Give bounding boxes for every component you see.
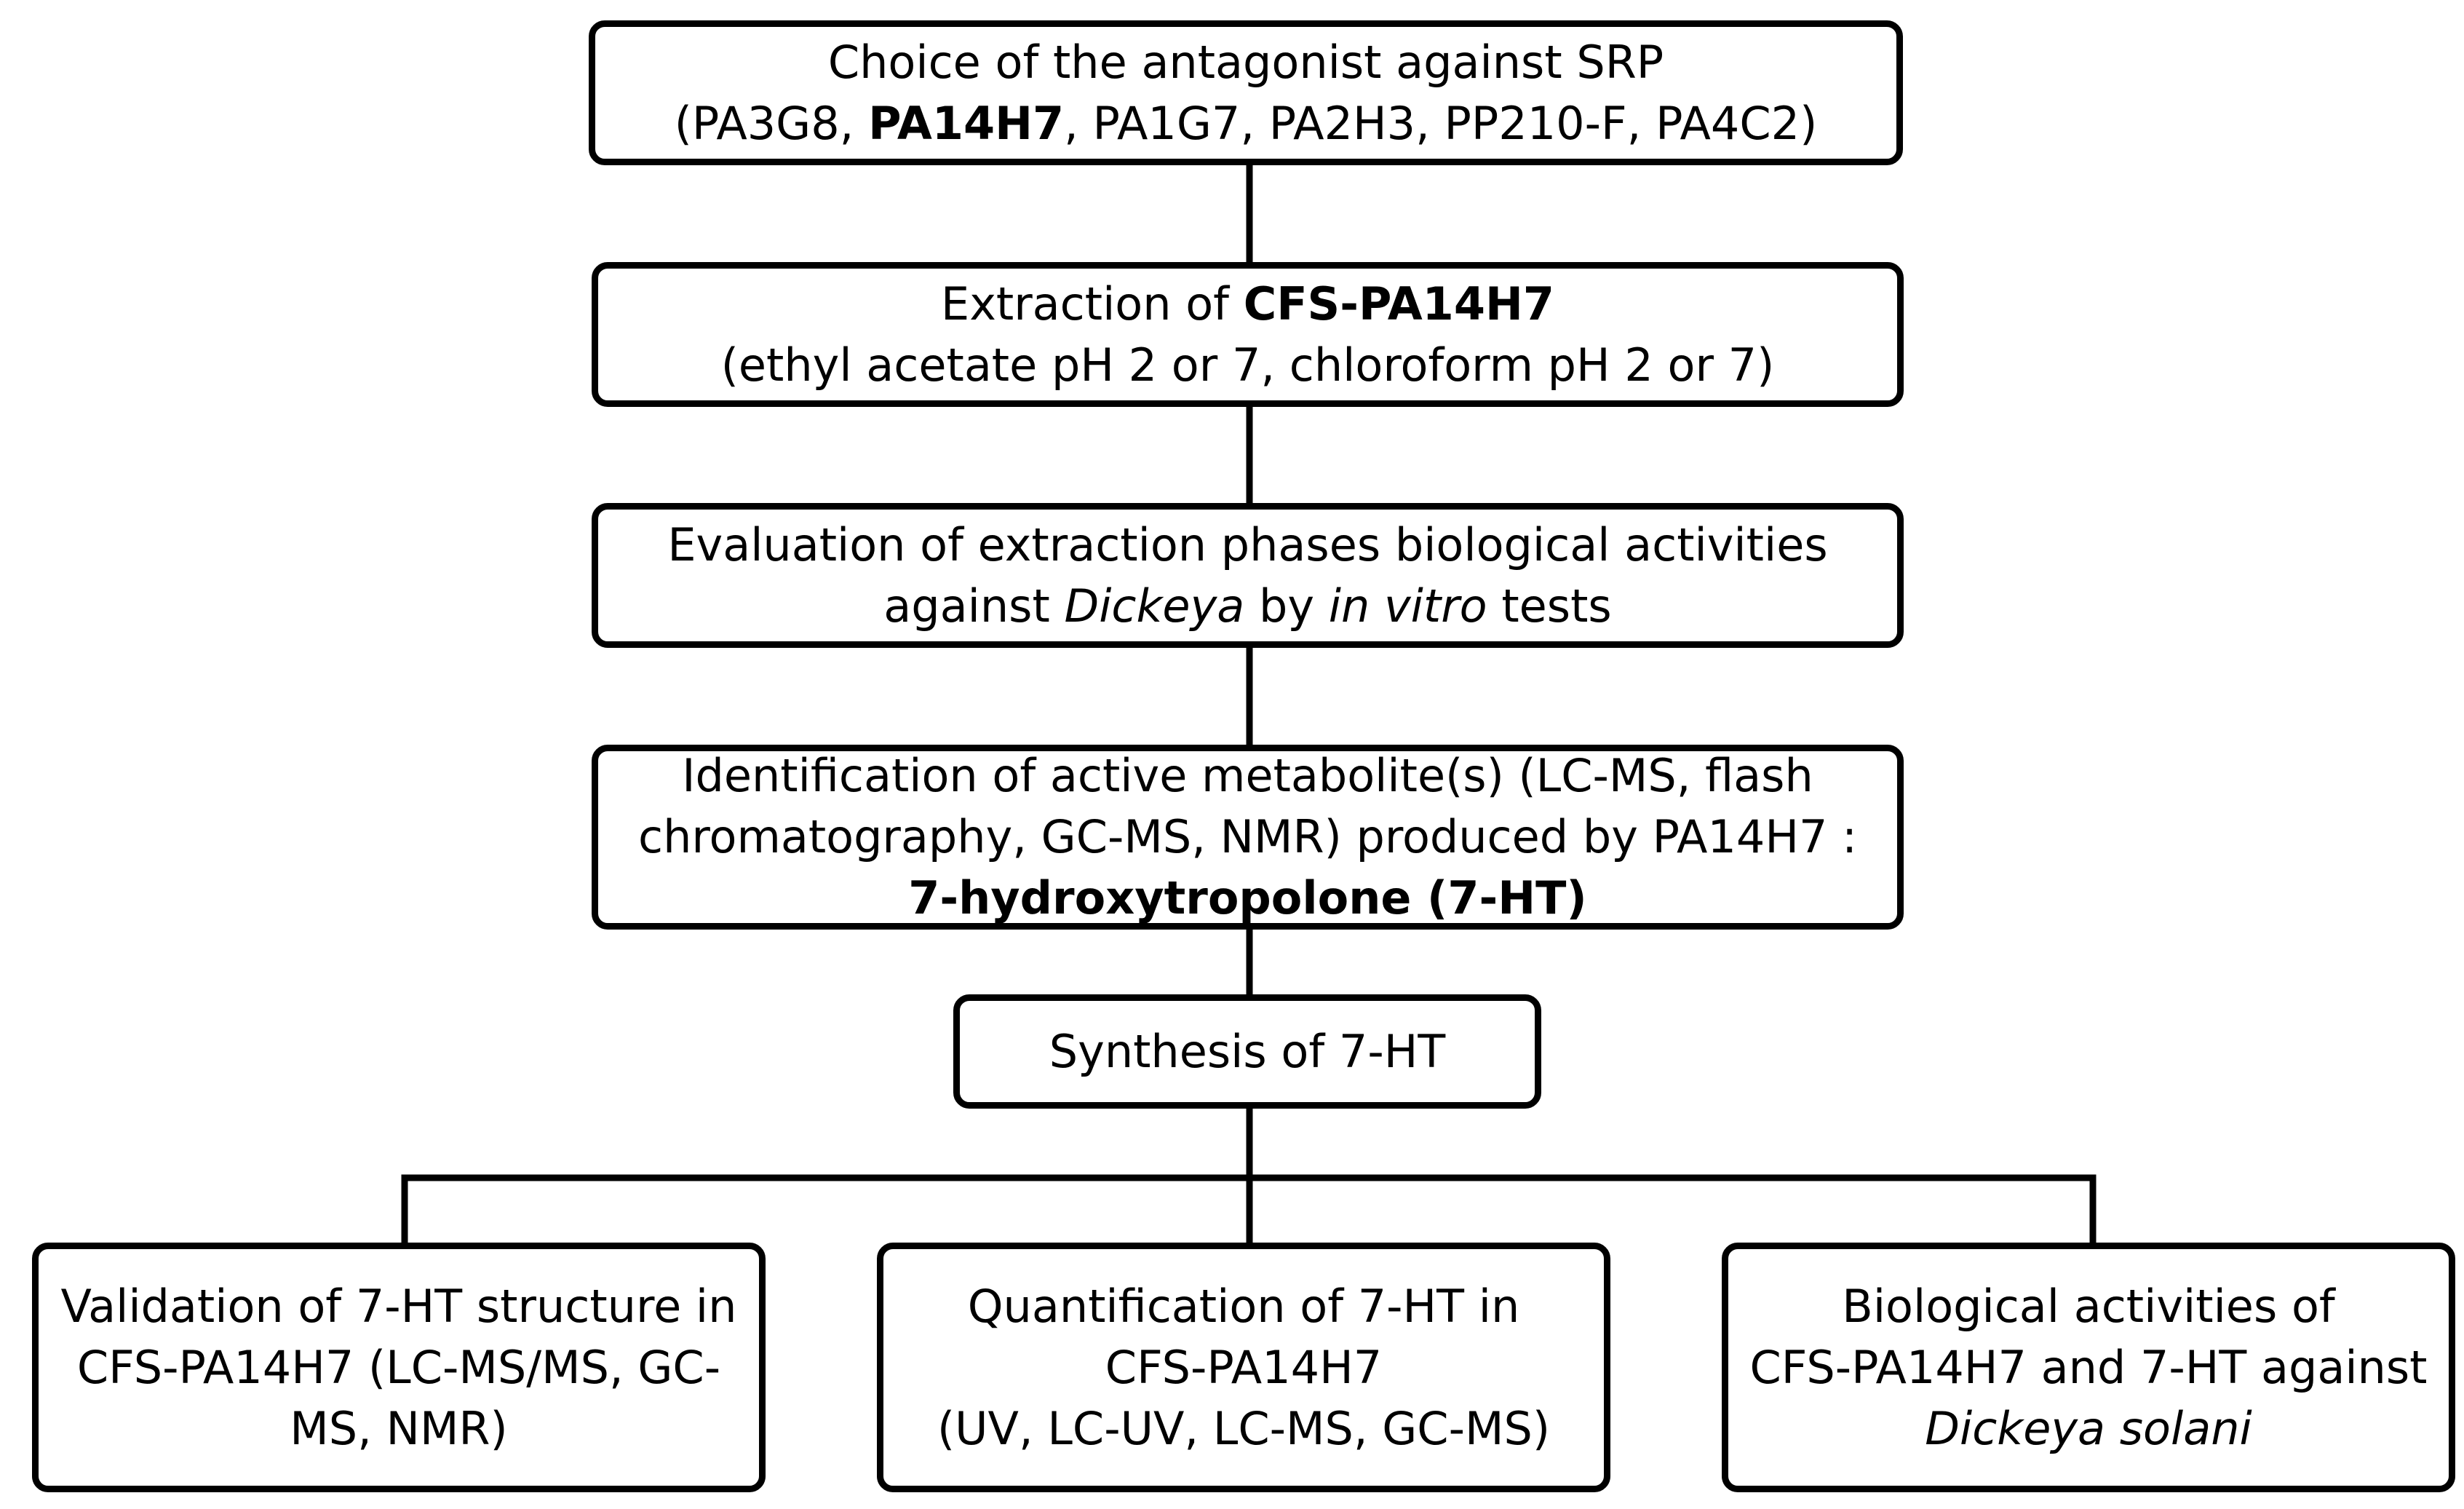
extraction-line-2: (ethyl acetate pH 2 or 7, chloroform pH … [720, 338, 1775, 392]
quantification-line-3: (UV, LC-UV, LC-MS, GC-MS) [937, 1401, 1551, 1455]
choice-selected-strain: PA14H7 [868, 96, 1065, 150]
validation-line-2: CFS-PA14H7 (LC-MS/MS, GC- [76, 1340, 721, 1394]
extraction-box: Extraction of CFS-PA14H7 (ethyl acetate … [592, 262, 1904, 407]
biological-activities-box: Biological activities of CFS-PA14H7 and … [1722, 1243, 2455, 1492]
extraction-line-1: Extraction of CFS-PA14H7 [941, 274, 1554, 335]
quantification-box: Quantification of 7-HT in CFS-PA14H7 (UV… [877, 1243, 1610, 1492]
evaluation-tests: tests [1487, 579, 1612, 633]
quantification-line-1: Quantification of 7-HT in [967, 1279, 1520, 1333]
evaluation-box: Evaluation of extraction phases biologic… [592, 503, 1904, 648]
evaluation-against: against [883, 579, 1065, 633]
validation-line-1: Validation of 7-HT structure in [60, 1279, 737, 1333]
evaluation-by: by [1244, 579, 1329, 633]
evaluation-line-1: Evaluation of extraction phases biologic… [667, 518, 1828, 571]
extraction-target: CFS-PA14H7 [1243, 277, 1554, 330]
identification-compound: 7-hydroxytropolone (7-HT) [908, 871, 1587, 924]
synthesis-box: Synthesis of 7-HT [953, 994, 1541, 1109]
choice-strain-list-start: (PA3G8, [674, 96, 869, 150]
choice-line-2: (PA3G8, PA14H7, PA1G7, PA2H3, PP210-F, P… [675, 93, 1818, 154]
synthesis-label: Synthesis of 7-HT [1049, 1024, 1446, 1078]
biological-organism: Dickeya solani [1925, 1401, 2252, 1455]
evaluation-line-2: against Dickeya by in vitro tests [883, 576, 1611, 637]
evaluation-organism: Dickeya [1064, 579, 1245, 633]
validation-line-3: MS, NMR) [290, 1401, 508, 1455]
evaluation-method: in vitro [1328, 579, 1487, 633]
validation-box: Validation of 7-HT structure in CFS-PA14… [32, 1243, 766, 1492]
identification-line-2: chromatography, GC-MS, NMR) produced by … [638, 810, 1857, 863]
extraction-prefix: Extraction of [941, 277, 1244, 330]
choice-strain-list-end: , PA1G7, PA2H3, PP210-F, PA4C2) [1064, 96, 1818, 150]
biological-line-1: Biological activities of [1842, 1279, 2335, 1333]
identification-box: Identification of active metabolite(s) (… [592, 745, 1904, 930]
choice-line-1: Choice of the antagonist against SRP [827, 35, 1664, 89]
choice-of-antagonist-box: Choice of the antagonist against SRP (PA… [589, 20, 1903, 165]
quantification-line-2: CFS-PA14H7 [1105, 1340, 1383, 1394]
identification-line-1: Identification of active metabolite(s) (… [682, 749, 1813, 802]
biological-line-2: CFS-PA14H7 and 7-HT against [1749, 1340, 2428, 1394]
